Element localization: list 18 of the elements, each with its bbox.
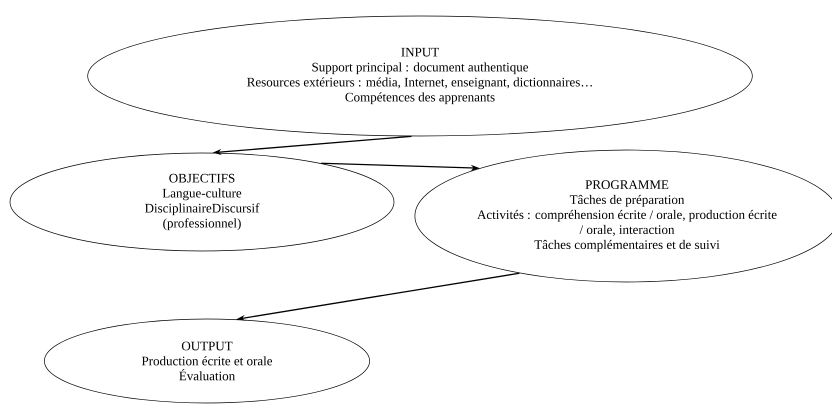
- text-line: OBJECTIFS: [169, 174, 234, 183]
- text-line: Activités : compréhension écrite / orale, production écrite / orale, interaction: [477, 210, 777, 236]
- ellipse: [44, 318, 370, 404]
- text-line: Compétences des apprenants: [345, 92, 495, 104]
- text-line: (professionnel): [163, 218, 241, 230]
- text-line: Langue-culture: [162, 188, 242, 200]
- text-line: OUTPUT: [182, 342, 232, 350]
- text-line: DisciplinaireDiscursif: [144, 203, 260, 216]
- text-line: Tâches de préparation: [570, 194, 684, 207]
- text-line: Support principal : document authentique: [312, 62, 528, 74]
- text-line: Production écrite et orale: [142, 356, 272, 366]
- text-line: Resources extérieurs : média, Internet, enseignant, dictionnaires…: [247, 77, 592, 90]
- text-line: Tâches complémentaires et de suivi: [534, 240, 720, 252]
- ellipse: [10, 152, 394, 252]
- text-line: INPUT: [401, 48, 439, 56]
- text-line: Évaluation: [179, 369, 235, 380]
- ellipse: [87, 16, 753, 136]
- text-line: PROGRAMME: [585, 180, 668, 190]
